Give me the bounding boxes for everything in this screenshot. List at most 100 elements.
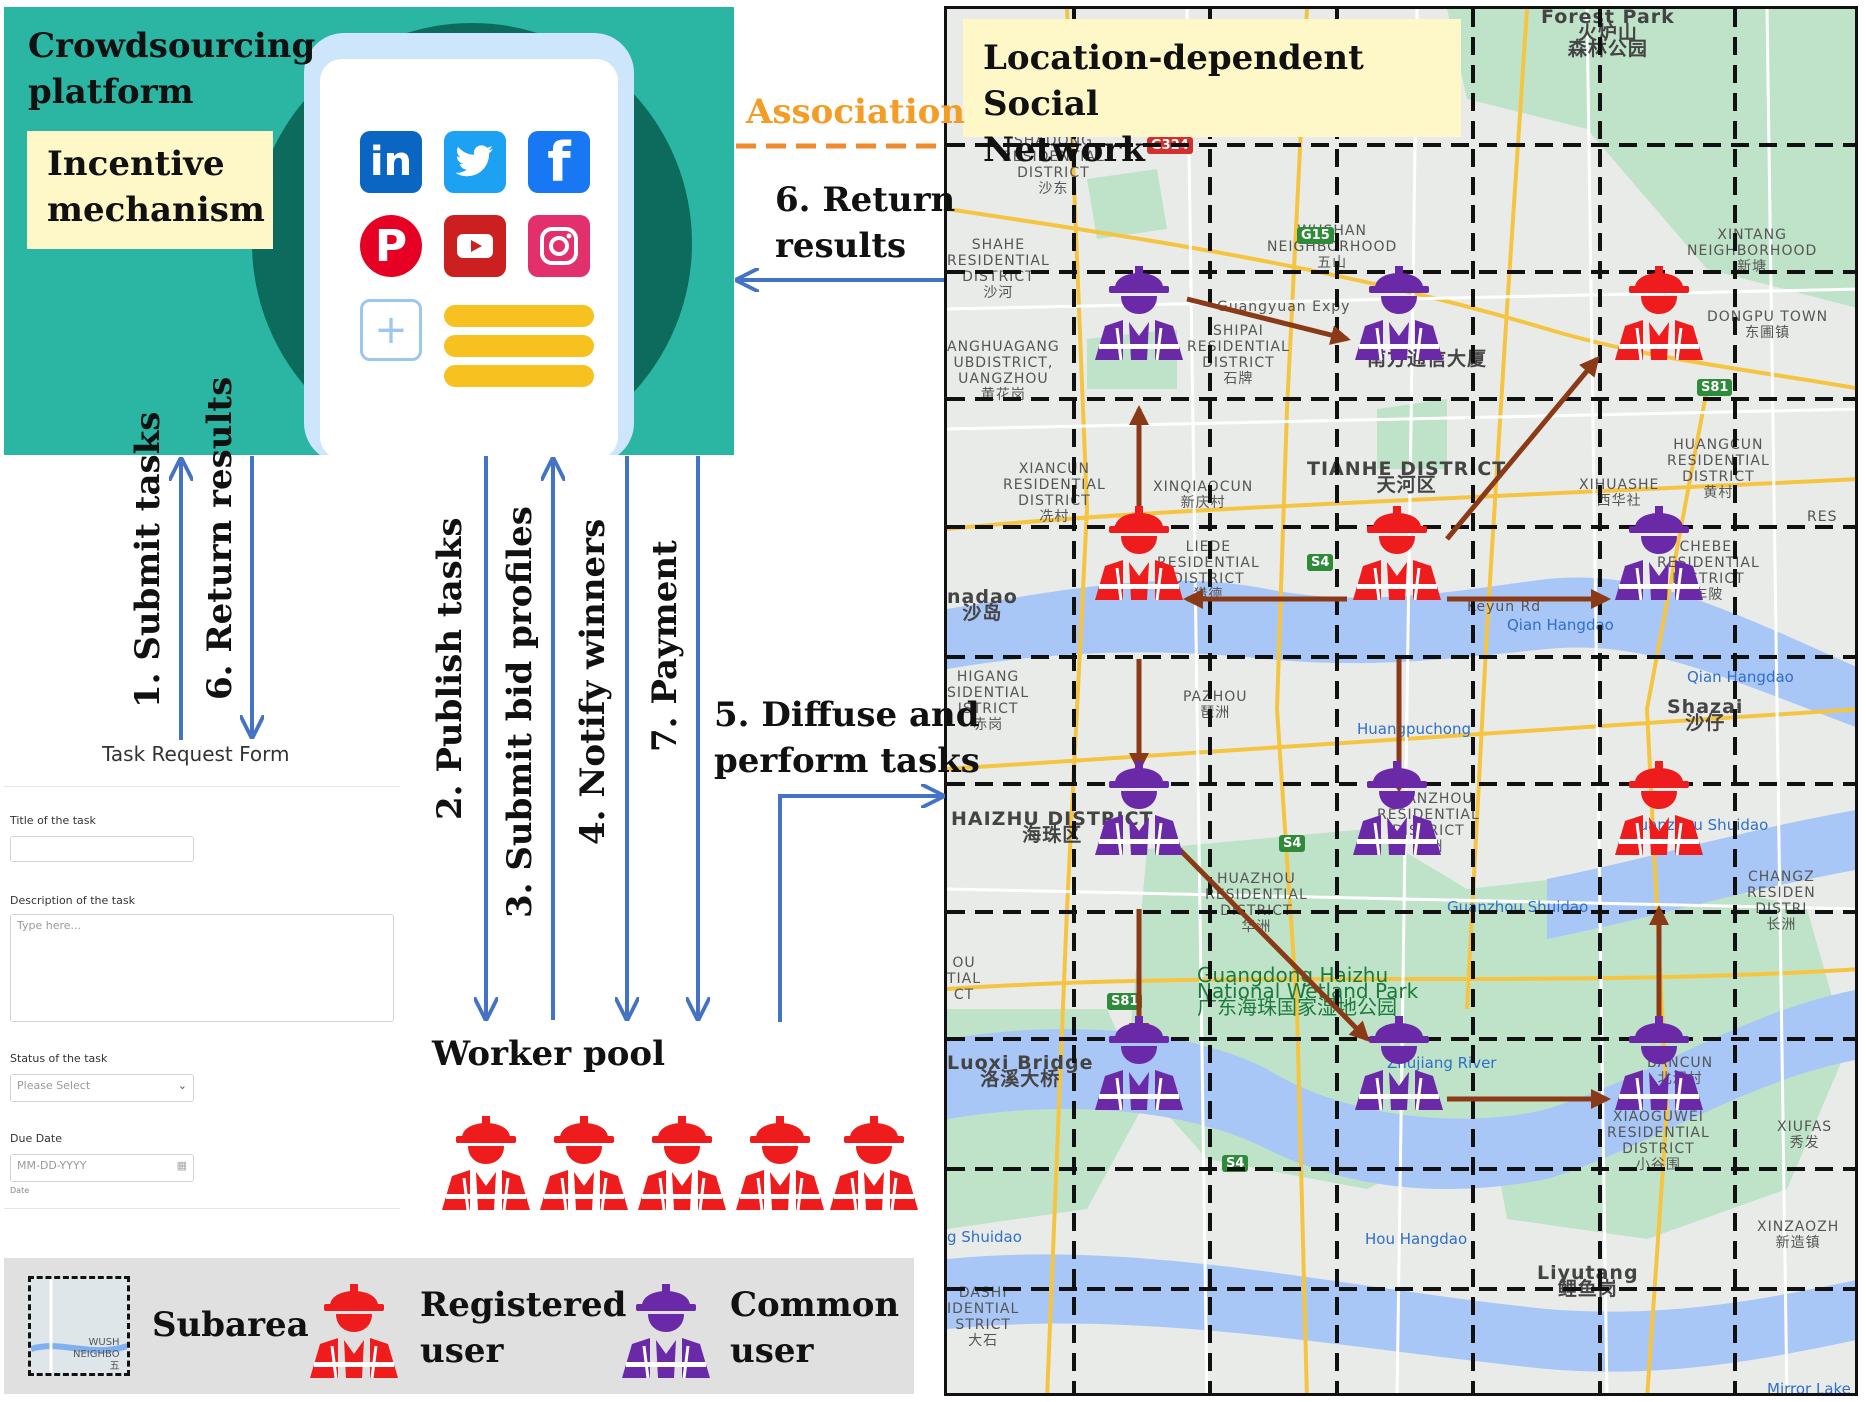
form-divider bbox=[4, 1208, 400, 1209]
incentive-mechanism-label: Incentive mechanism bbox=[47, 144, 265, 230]
diffuse-label-line1: 5. Diffuse and bbox=[714, 695, 980, 735]
registered-user-icon bbox=[310, 1284, 398, 1379]
submit-tasks-label: 1. Submit tasks bbox=[128, 411, 168, 708]
common-user-legend-icon bbox=[622, 1284, 710, 1379]
worker-pool bbox=[442, 1116, 918, 1211]
map-place-label: LIEDE RESIDENTIAL DISTRICT 猎德 bbox=[1157, 539, 1260, 603]
date-caption: Date bbox=[10, 1186, 30, 1195]
phone-screen: in f P + bbox=[320, 59, 618, 455]
worker-pool-user-icon bbox=[830, 1116, 918, 1211]
social-links-layer bbox=[1095, 266, 1703, 1111]
map-place-label: Guangdong Haizhu National Wetland Park 广… bbox=[1197, 963, 1419, 1019]
facebook-icon: f bbox=[528, 131, 590, 194]
form-title: Task Request Form bbox=[102, 742, 290, 766]
task-title-input[interactable] bbox=[10, 836, 194, 862]
submit-bids-label: 3. Submit bid profiles bbox=[500, 506, 540, 918]
map-place-label: ANGHUAGANG UBDISTRICT, UANGZHOU 黄花岗 bbox=[947, 339, 1060, 403]
map-place-label: Hou Hangdao bbox=[1365, 1230, 1468, 1248]
map-place-label: Huangpuchong bbox=[1357, 720, 1471, 738]
registered-user-legend-icon bbox=[310, 1284, 398, 1379]
instagram-icon bbox=[528, 215, 590, 277]
map-place-label: DONGPU TOWN 东圃镇 bbox=[1707, 309, 1829, 341]
map-place-label: XIAOGUWEI RESIDENTIAL DISTRICT 小谷围 bbox=[1607, 1109, 1710, 1173]
due-date-input[interactable]: MM-DD-YYYY ▦ bbox=[10, 1154, 194, 1182]
platform-title: Crowdsourcing platform bbox=[28, 26, 316, 112]
common-user-icon bbox=[1615, 1016, 1703, 1111]
worker-pool-label: Worker pool bbox=[432, 1034, 665, 1074]
due-date-label: Due Date bbox=[10, 1132, 62, 1145]
map-place-label: nadao 沙岛 bbox=[947, 586, 1018, 624]
task-description-placeholder: Type here... bbox=[17, 919, 82, 932]
map-place-label: SHAHE RESIDENTIAL DISTRICT 沙河 bbox=[947, 237, 1050, 301]
common-user-icon bbox=[1095, 761, 1183, 856]
worker-pool-user-icon bbox=[736, 1116, 824, 1211]
registered-user-legend-label: Registered user bbox=[420, 1285, 627, 1371]
map-place-label: XINQIAOCUN 新庆村 bbox=[1153, 479, 1254, 511]
map-place-label: g Shuidao bbox=[947, 1228, 1022, 1246]
map-place-label: Qian Hangdao bbox=[1507, 616, 1614, 634]
common-user-icon bbox=[1355, 1016, 1443, 1111]
common-user-icon bbox=[1355, 266, 1443, 361]
chevron-down-icon: ⌄ bbox=[177, 1079, 187, 1092]
common-user-icon bbox=[622, 1284, 710, 1379]
task-title-label: Title of the task bbox=[10, 814, 96, 827]
map-place-label: XINZAOZH 新造镇 bbox=[1757, 1219, 1840, 1251]
social-link-arrow bbox=[1186, 296, 1351, 345]
map-place-label: Luoxi Bridge 洛溪大桥 bbox=[947, 1052, 1094, 1090]
map-place-label: Forest Park 火炉山 森林公园 bbox=[1541, 6, 1675, 60]
common-user-icon bbox=[1353, 761, 1441, 856]
content-bar bbox=[444, 305, 594, 327]
road-shield: S4 bbox=[1307, 554, 1334, 571]
add-app-icon: + bbox=[360, 299, 422, 361]
incentive-mechanism-box: Incentive mechanism bbox=[27, 131, 273, 249]
task-status-label: Status of the task bbox=[10, 1052, 108, 1065]
map-place-label: XIUFAS 秀发 bbox=[1777, 1119, 1833, 1151]
map-title: Location-dependent Social Network bbox=[983, 38, 1364, 170]
due-date-placeholder: MM-DD-YYYY bbox=[17, 1159, 87, 1172]
subarea-thumb-map bbox=[31, 1279, 127, 1373]
arrow-diffuse-tasks bbox=[778, 796, 940, 1022]
content-bar bbox=[444, 335, 594, 357]
map-place-label: XIANCUN RESIDENTIAL DISTRICT 冼村 bbox=[1003, 461, 1106, 525]
map-place-label: PAZHOU 琶洲 bbox=[1183, 689, 1248, 721]
common-user-icon bbox=[1095, 266, 1183, 361]
social-link-arrow bbox=[1445, 355, 1600, 541]
subarea-legend-label: Subarea bbox=[152, 1305, 309, 1345]
registered-user-icon bbox=[1353, 506, 1441, 601]
task-status-placeholder: Please Select bbox=[17, 1079, 91, 1092]
map-place-label: SHIPAI RESIDENTIAL DISTRICT 石牌 bbox=[1187, 323, 1290, 387]
worker-pool-user-icon bbox=[638, 1116, 726, 1211]
association-label: Association bbox=[746, 92, 966, 132]
form-divider bbox=[4, 786, 400, 787]
publish-tasks-label: 2. Publish tasks bbox=[430, 517, 470, 821]
phone-illustration: in f P + bbox=[304, 33, 634, 455]
road-shield: G324 bbox=[1147, 137, 1193, 154]
common-user-icon bbox=[1615, 506, 1703, 601]
map-place-label: HIGANG SIDENTIAL ISTRICT 赤岗 bbox=[947, 669, 1030, 733]
task-status-select[interactable]: Please Select ⌄ bbox=[10, 1074, 194, 1102]
map-place-label: Liyutang 鲤鱼岗 bbox=[1537, 1262, 1639, 1300]
map-place-label: Mirror Lake bbox=[1767, 1380, 1851, 1396]
return-results-label: 6. Return results bbox=[200, 376, 240, 700]
common-user-legend-label: Common user bbox=[730, 1285, 900, 1371]
twitter-icon bbox=[444, 131, 506, 193]
registered-user-icon bbox=[1095, 506, 1183, 601]
road-shield: S4 bbox=[1279, 835, 1306, 852]
task-description-textarea[interactable]: Type here... bbox=[10, 914, 394, 1022]
map-place-label: Shazai 沙仔 bbox=[1667, 696, 1744, 734]
map-return-label-line1: 6. Return bbox=[775, 180, 956, 220]
map-place-label: OU TIAL CT bbox=[947, 955, 982, 1003]
map-return-label-line2: results bbox=[775, 226, 907, 266]
map-place-label: Qian Hangdao bbox=[1687, 668, 1794, 686]
diffuse-label-line2: perform tasks bbox=[714, 741, 980, 781]
task-description-label: Description of the task bbox=[10, 894, 135, 907]
task-request-form: Task Request Form Title of the task Desc… bbox=[4, 740, 400, 1210]
common-user-icon bbox=[1095, 1016, 1183, 1111]
map-place-label: DASHI IDENTIAL STRICT 大石 bbox=[947, 1285, 1020, 1349]
map-place-label: Keyun Rd bbox=[1467, 599, 1542, 615]
map-place-label: RES bbox=[1807, 509, 1838, 525]
legend: WUSH NEIGHBO 五 Subarea Registered user C… bbox=[4, 1258, 914, 1394]
